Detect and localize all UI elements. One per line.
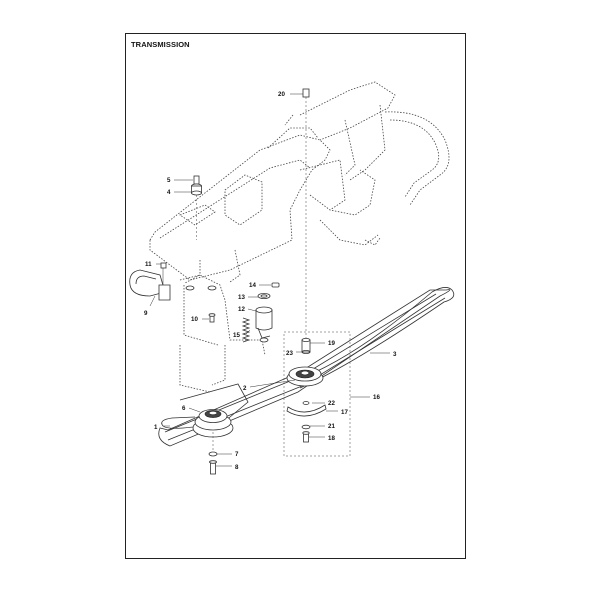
callout-10: 10 [191,316,198,323]
part-4-5-bushing-pin [191,175,202,240]
leader-lines [149,93,390,467]
callout-14: 14 [249,282,256,289]
callout-5: 5 [167,177,171,184]
drive-pulley-assembly [161,383,249,438]
transmission-mount [179,274,266,393]
callout-7: 7 [235,451,239,458]
callout-6: 6 [182,405,186,412]
callout-4: 4 [167,189,171,196]
part-20-bolt [302,88,310,345]
parts-21-18-washer-bolt [301,424,311,443]
callout-17: 17 [341,409,348,416]
callout-21: 21 [328,423,335,430]
part-9-bracket [129,262,171,301]
callout-18: 18 [328,435,335,442]
callout-3: 3 [393,351,397,358]
chassis-frame [149,81,450,284]
callout-23: 23 [286,350,293,357]
callout-labels: 20 5 4 11 9 10 14 13 12 15 19 23 3 16 2 … [144,91,397,471]
part-10-bolt [208,313,216,323]
callout-8: 8 [235,464,239,471]
callout-1: 1 [154,424,158,431]
parts-12-15-tension-assembly [241,282,280,343]
parts-19-23-spacer-shaft [301,337,311,354]
diagram-frame [125,33,466,559]
callout-11: 11 [145,261,152,268]
callout-9: 9 [144,310,148,317]
diagram-title: TRANSMISSION [131,40,190,49]
callout-12: 12 [238,306,245,313]
callout-13: 13 [238,294,245,301]
callout-19: 19 [328,340,335,347]
callout-22: 22 [328,400,335,407]
idler-pulley [286,366,324,387]
part-17-arm [286,401,327,417]
callout-16: 16 [373,394,380,401]
parts-7-8-washer-bolt [208,432,218,475]
callout-2: 2 [243,385,247,392]
callout-15: 15 [233,332,240,339]
callout-20: 20 [278,91,285,98]
sub-assembly-box-16 [283,331,351,457]
